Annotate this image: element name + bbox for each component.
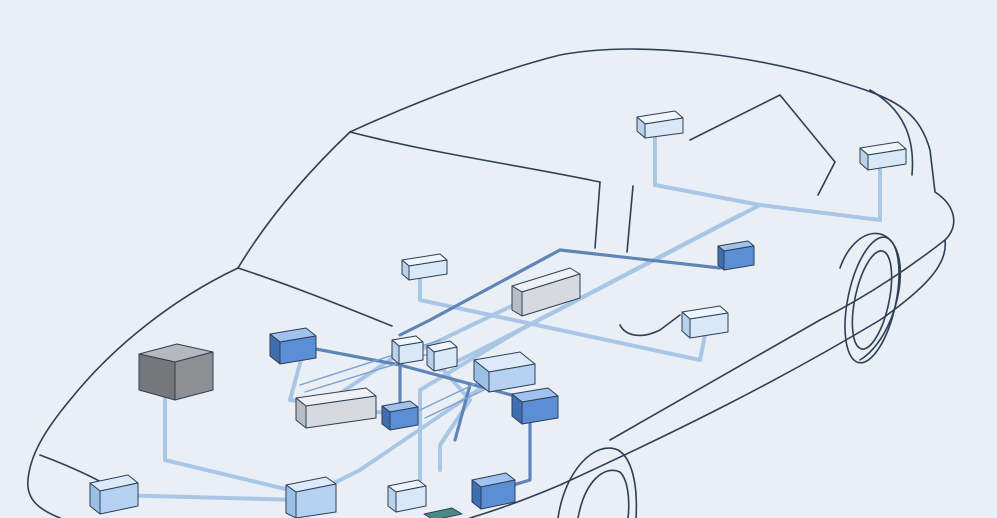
sensor-module bbox=[387, 479, 427, 513]
c-pillar bbox=[626, 185, 634, 253]
hood-line bbox=[237, 267, 393, 327]
control-unit bbox=[511, 387, 559, 425]
fuse-box bbox=[295, 387, 377, 429]
sensor-module bbox=[401, 253, 448, 281]
control-unit bbox=[471, 472, 516, 510]
rear-wheel-outer bbox=[844, 236, 900, 364]
control-unit bbox=[269, 327, 317, 365]
control-unit bbox=[285, 476, 337, 518]
battery bbox=[138, 343, 214, 401]
windshield-top bbox=[349, 131, 601, 183]
junction-box bbox=[426, 340, 458, 372]
wiring-harness bbox=[113, 133, 882, 502]
rear-wheel-inner bbox=[851, 250, 893, 350]
junction-box bbox=[473, 351, 536, 393]
control-unit bbox=[423, 507, 463, 518]
front-wheel bbox=[577, 469, 630, 518]
rocker-line bbox=[609, 319, 821, 441]
side-line-lower bbox=[469, 239, 947, 518]
rear-window-lower bbox=[869, 89, 914, 176]
control-unit bbox=[717, 240, 755, 271]
front-wheel-arch bbox=[557, 447, 638, 518]
sensor-module bbox=[681, 305, 729, 339]
rear-window bbox=[689, 94, 836, 196]
mirror-line bbox=[619, 314, 681, 337]
sensor-module bbox=[636, 110, 684, 139]
windshield-pillar bbox=[237, 131, 351, 269]
sensor-module bbox=[89, 474, 139, 515]
junction-box bbox=[391, 335, 424, 365]
rear-wheel-arch bbox=[839, 232, 902, 361]
fuse-box bbox=[511, 267, 581, 317]
control-unit bbox=[381, 400, 419, 431]
side-line-upper bbox=[819, 191, 955, 321]
roof-outline bbox=[349, 48, 936, 193]
sensor-module bbox=[859, 141, 907, 171]
wires-light bbox=[113, 133, 882, 502]
car-outline bbox=[27, 48, 955, 518]
modules bbox=[89, 110, 907, 518]
front-body bbox=[27, 267, 239, 518]
b-pillar bbox=[594, 181, 601, 249]
